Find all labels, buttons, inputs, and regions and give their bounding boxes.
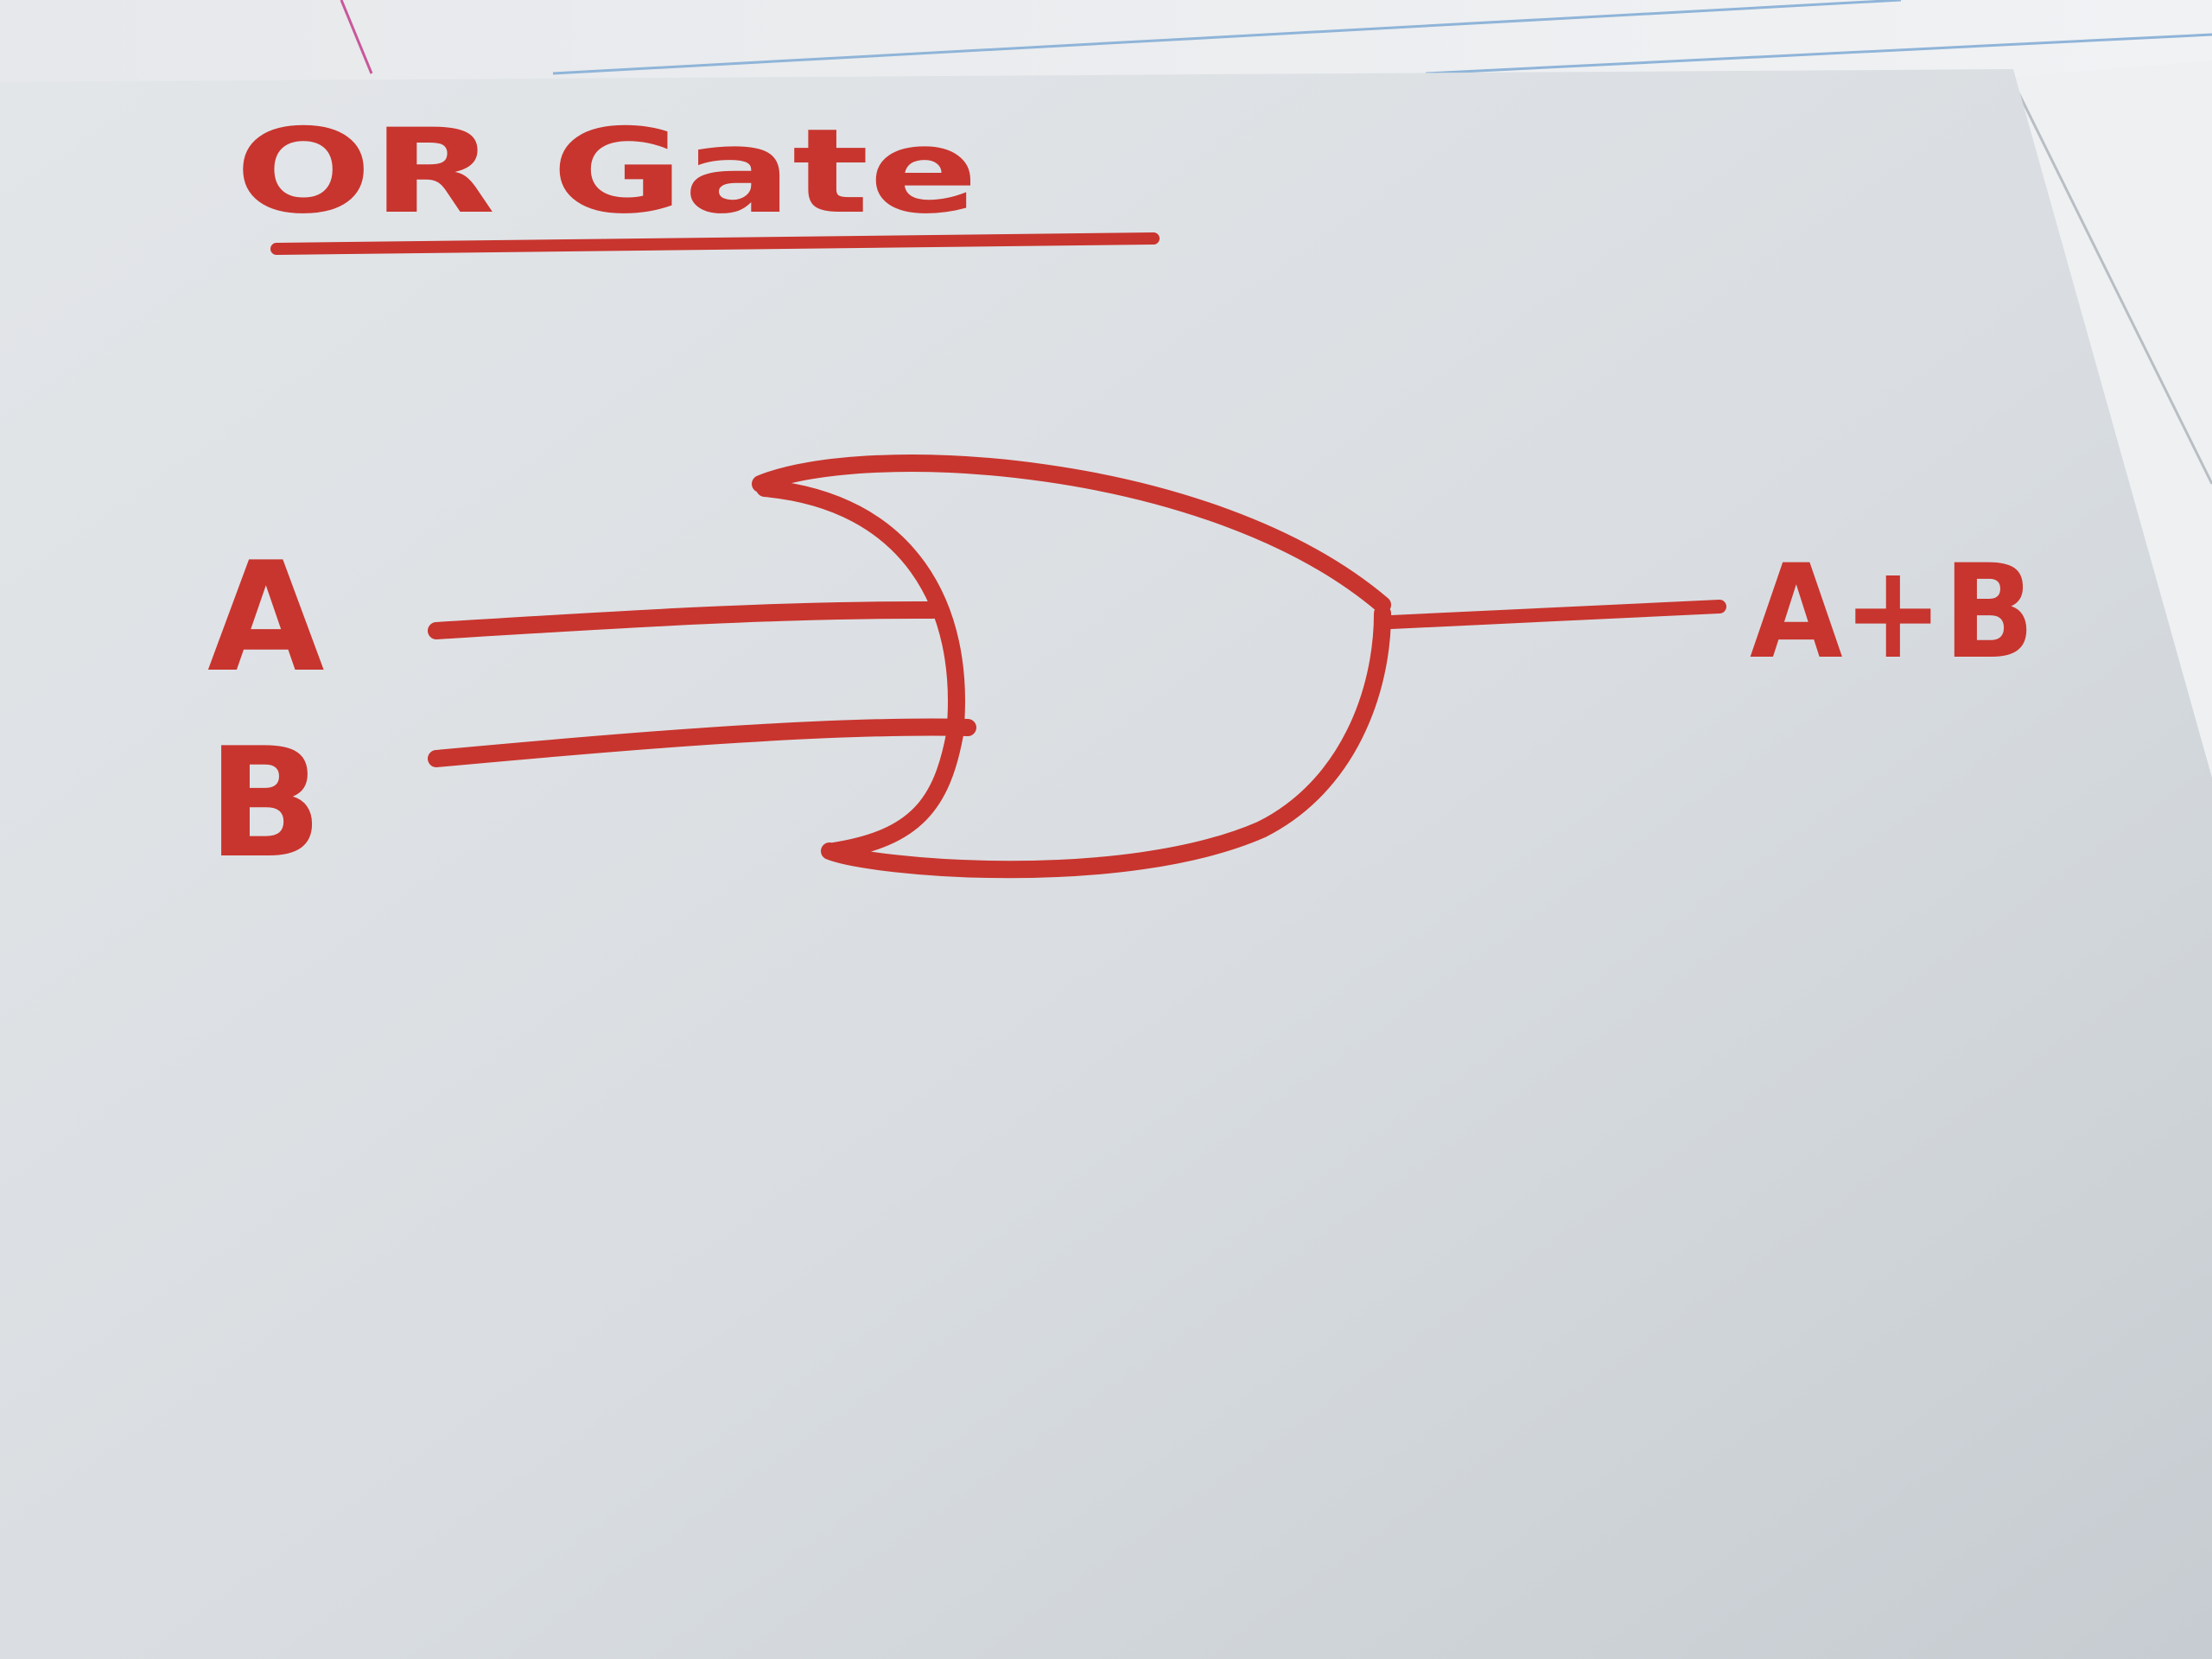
notebook-margin-line <box>340 0 373 74</box>
or-gate-bottom-arc <box>821 605 1391 879</box>
page-edge-line <box>2012 81 2212 485</box>
input-label-b: B <box>207 716 322 892</box>
title-underline <box>270 232 1160 255</box>
or-gate-top-arc <box>752 454 1391 613</box>
or-gate-back-curve <box>756 480 965 860</box>
notebook-ruled-line-1 <box>552 0 1902 75</box>
notebook-ruled-line-2 <box>1425 33 2212 75</box>
input-wire-a <box>428 601 942 639</box>
input-wire-b <box>428 718 976 767</box>
red-ink-drawing: OR Gate A B A+B <box>207 104 2035 892</box>
output-label: A+B <box>1750 537 2035 688</box>
input-label-a: A <box>207 531 324 706</box>
output-wire <box>1384 600 1726 629</box>
diagram-title: OR Gate <box>235 104 978 239</box>
